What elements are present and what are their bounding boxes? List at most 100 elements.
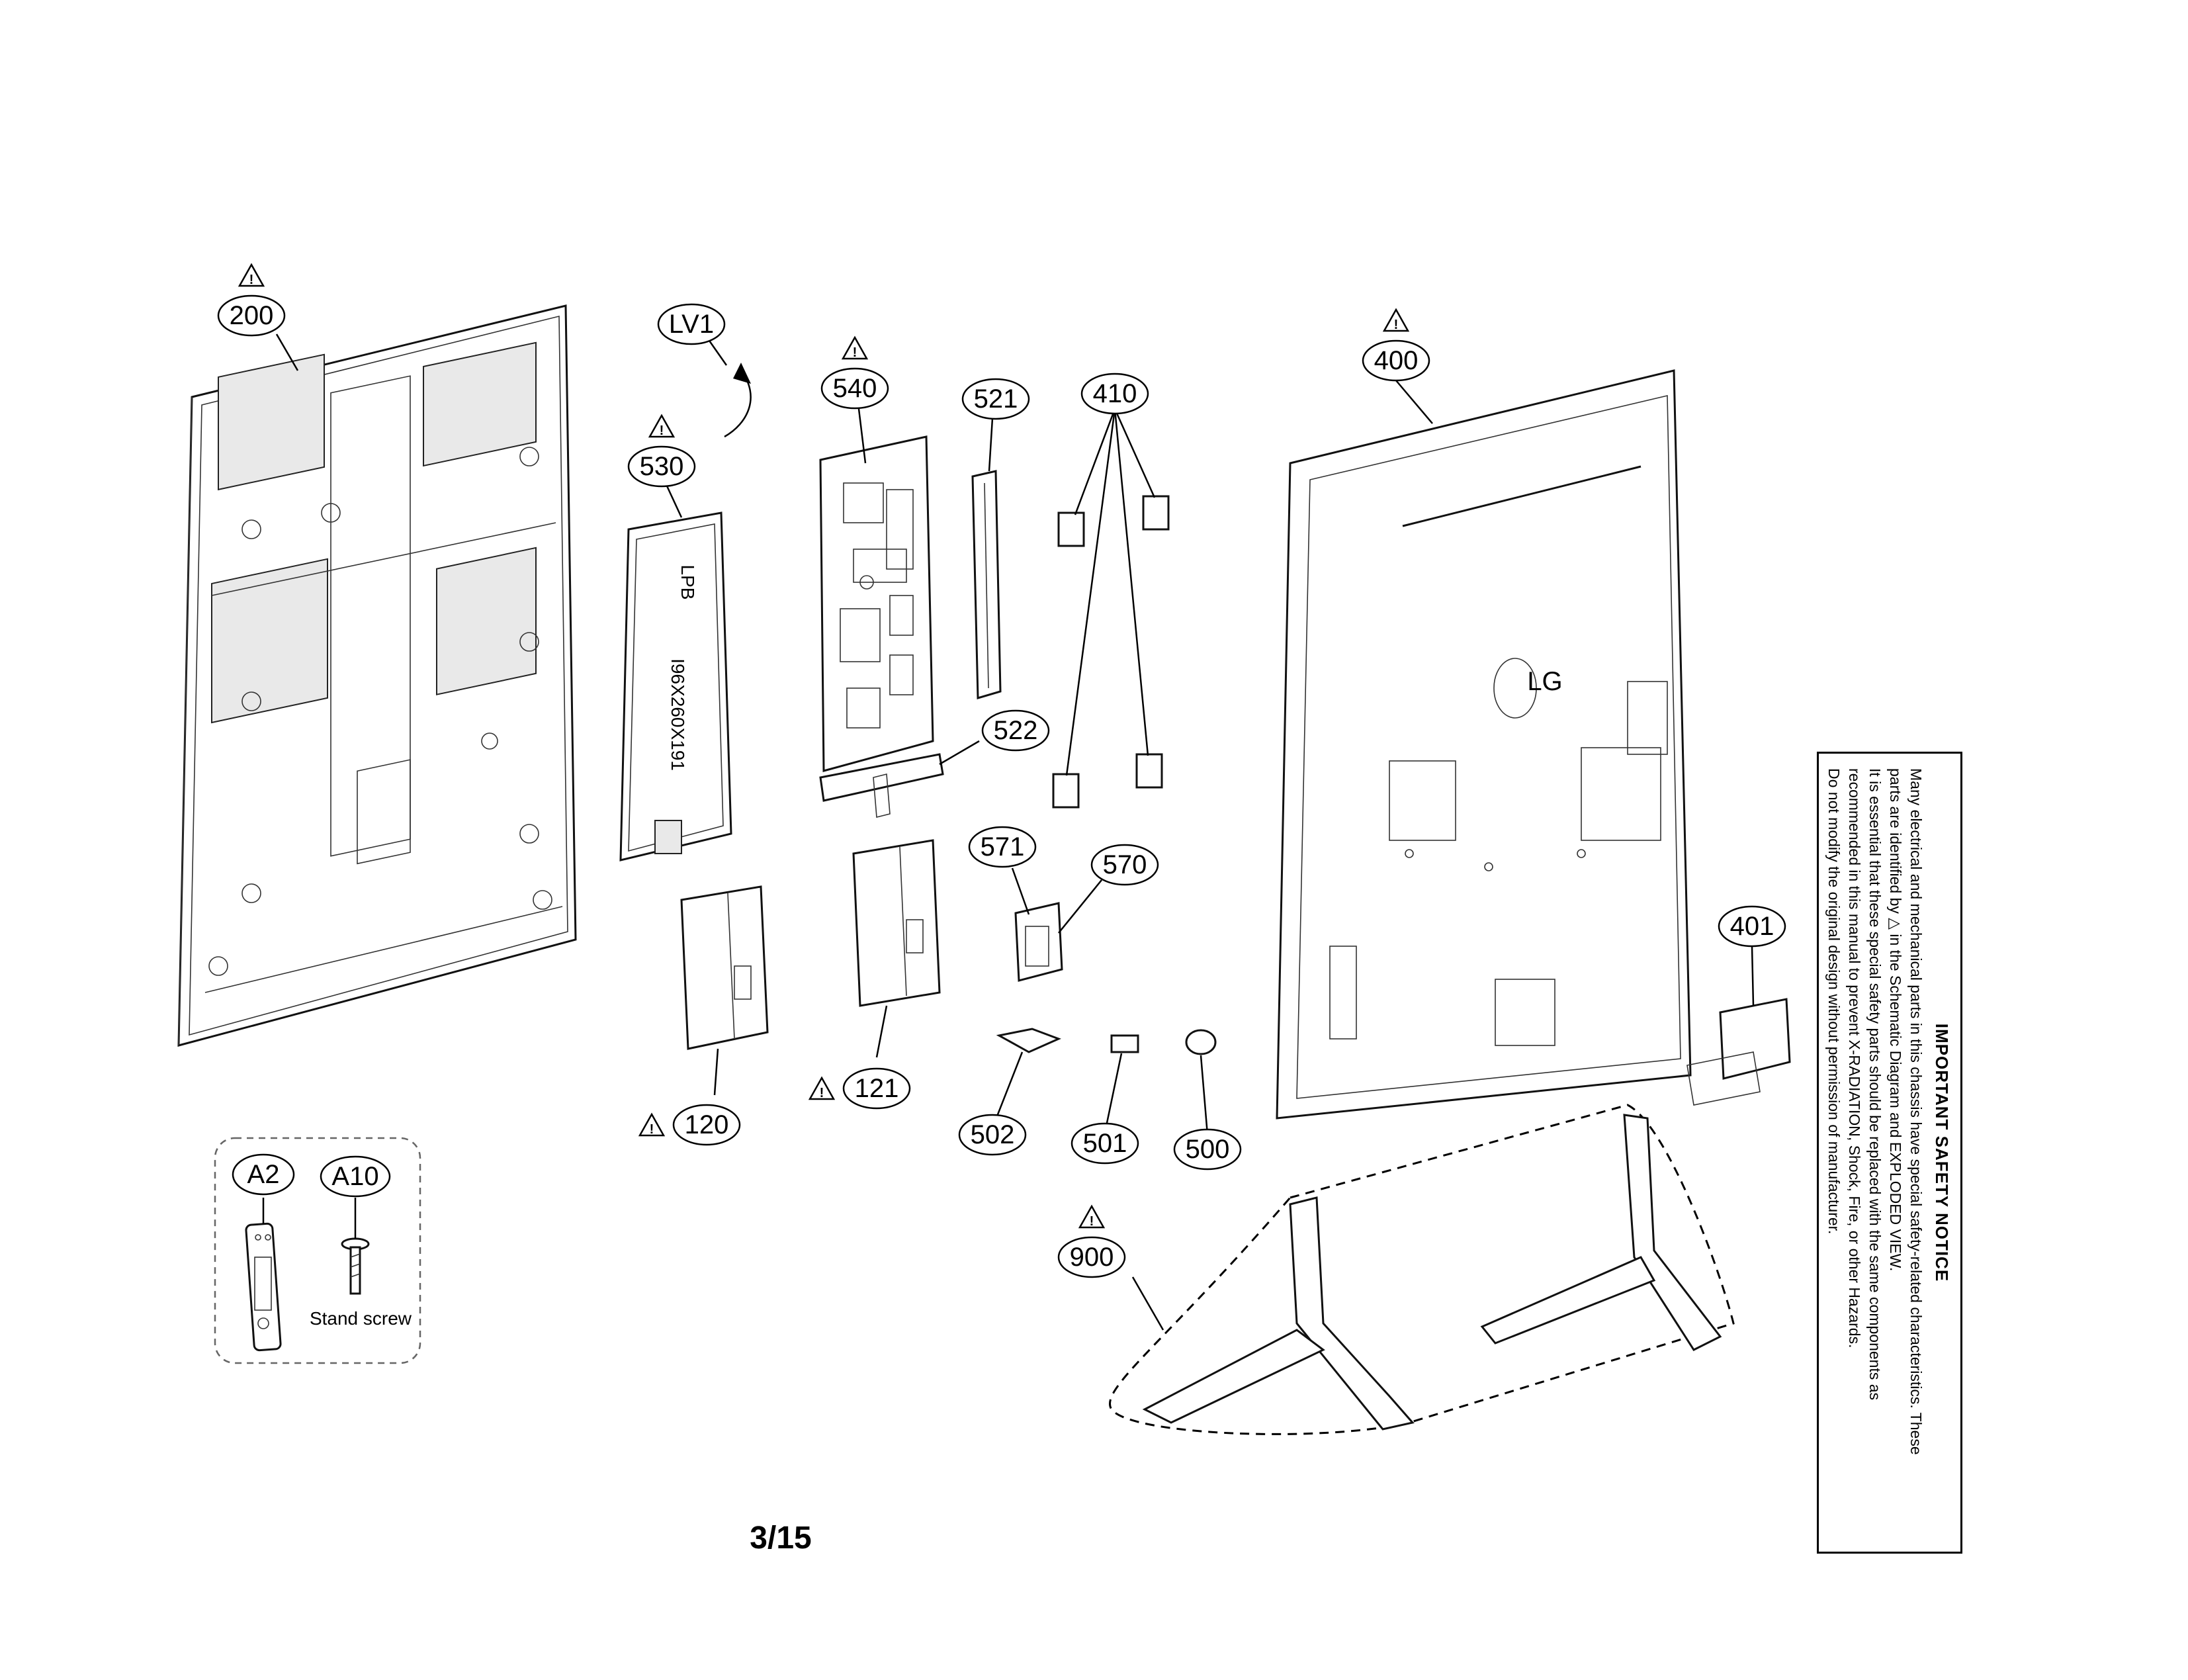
svg-text:!: ! [249, 273, 254, 287]
part-121-speaker [852, 839, 941, 1007]
notice-line-3: It is essential that these special safet… [1866, 768, 1884, 1401]
callout-500: 500 [1173, 1128, 1242, 1171]
warning-triangle-icon: ! [638, 1112, 666, 1137]
part-410-clips [1052, 408, 1170, 809]
part-id-570: 570 [1103, 850, 1147, 879]
part-id-401: 401 [1730, 912, 1774, 941]
callout-570: 570 [1090, 844, 1159, 886]
part-id-200: 200 [230, 301, 274, 330]
part-id-a2: A2 [247, 1160, 280, 1189]
panel-label-lpb: LPB [678, 565, 698, 600]
leader-120 [713, 1048, 719, 1096]
leader-522 [939, 740, 980, 766]
leader-521 [988, 418, 994, 472]
page-number: 3/15 [750, 1521, 811, 1556]
part-530-panel: LPB I96X260X191 [619, 511, 732, 862]
warning-triangle-icon: ! [841, 335, 869, 360]
callout-530: 530 [627, 445, 696, 488]
notice-line-4: recommended in this manual to prevent X-… [1846, 768, 1863, 1348]
svg-text:!: ! [660, 423, 664, 438]
svg-text:!: ! [650, 1122, 654, 1137]
part-id-502: 502 [971, 1120, 1015, 1149]
warning-triangle-icon: ! [238, 263, 265, 287]
part-id-571: 571 [981, 832, 1025, 862]
notice-line-2: parts are identified by △ in the Schemat… [1885, 768, 1905, 1537]
callout-400: 400 [1362, 339, 1430, 382]
part-id-lv1: LV1 [669, 310, 714, 339]
notice-line-5: Do not modify the original design withou… [1825, 768, 1843, 1235]
leader-540 [857, 408, 867, 464]
part-200-frame [177, 304, 577, 1047]
part-400-back-cover: LG [1276, 369, 1692, 1120]
warning-triangle-icon: ! [808, 1076, 836, 1100]
part-id-501: 501 [1083, 1129, 1127, 1158]
notice-line-2a: parts are identified by [1887, 768, 1904, 914]
callout-120: 120 [672, 1104, 741, 1146]
leader-502 [994, 1051, 1024, 1120]
part-900-stand [1142, 1114, 1722, 1431]
part-id-a10: A10 [331, 1162, 378, 1191]
notice-line-1: Many electrical and mechanical parts in … [1907, 768, 1925, 1455]
notice-line-2b: in the Schematic Diagram and EXPLODED VI… [1887, 934, 1904, 1272]
part-id-900: 900 [1070, 1243, 1114, 1272]
callout-410: 410 [1080, 373, 1149, 415]
leader-121 [875, 1005, 888, 1058]
svg-text:!: ! [820, 1086, 824, 1100]
warning-triangle-icon: ! [1382, 308, 1410, 332]
panel-label-code: I96X260X191 [668, 658, 688, 771]
callout-502: 502 [958, 1114, 1027, 1156]
part-501-clip [1110, 1034, 1139, 1053]
warning-triangle-icon: △ [1887, 918, 1904, 930]
stand-screw [341, 1237, 370, 1295]
leader-530 [664, 481, 683, 518]
callout-121: 121 [842, 1067, 911, 1110]
leader-571 [1011, 867, 1030, 915]
part-540-main-board [819, 435, 934, 772]
part-570-571-module [1014, 902, 1063, 982]
accessory-box [214, 1137, 421, 1364]
part-id-400: 400 [1374, 346, 1419, 375]
part-522-bracket [819, 753, 944, 818]
callout-401: 401 [1718, 905, 1786, 948]
warning-triangle-icon: ! [648, 414, 676, 438]
leader-400 [1395, 380, 1433, 424]
lv1-arrow [724, 363, 752, 438]
part-500-holder [1185, 1029, 1217, 1055]
safety-notice-box: IMPORTANT SAFETY NOTICE Many electrical … [1817, 752, 1962, 1554]
leader-900 [1131, 1276, 1164, 1331]
leader-570 [1058, 879, 1102, 934]
safety-notice-body: Many electrical and mechanical parts in … [1823, 759, 1926, 1546]
leader-401 [1751, 946, 1755, 1006]
leader-501 [1105, 1053, 1123, 1127]
callout-a10: A10 [320, 1155, 391, 1198]
part-id-121: 121 [855, 1074, 899, 1103]
part-401-stand-mount [1686, 998, 1791, 1106]
part-id-120: 120 [685, 1110, 729, 1139]
lg-logo: LG [1527, 667, 1562, 696]
leader-500 [1200, 1055, 1209, 1135]
leader-lv1 [707, 338, 728, 366]
part-id-540: 540 [833, 374, 877, 403]
svg-text:!: ! [1090, 1214, 1094, 1229]
part-502-clip [996, 1028, 1061, 1053]
callout-540: 540 [820, 367, 889, 410]
callout-a2: A2 [232, 1153, 295, 1196]
svg-text:!: ! [853, 345, 857, 360]
part-521-strip [971, 470, 1002, 699]
part-id-530: 530 [640, 452, 684, 481]
part-120-speaker [680, 885, 769, 1050]
remote-control [245, 1222, 282, 1352]
svg-text:!: ! [1394, 318, 1399, 332]
callout-lv1: LV1 [657, 303, 726, 345]
part-id-521: 521 [974, 384, 1018, 414]
safety-notice-title: IMPORTANT SAFETY NOTICE [1932, 1023, 1952, 1282]
callout-522: 522 [981, 709, 1050, 752]
leader-200 [275, 333, 299, 371]
callout-200: 200 [217, 294, 286, 337]
accessory-caption: Stand screw [310, 1308, 412, 1329]
callout-571: 571 [968, 826, 1037, 868]
callout-501: 501 [1071, 1122, 1139, 1165]
part-id-522: 522 [994, 716, 1038, 745]
warning-triangle-icon: ! [1078, 1204, 1106, 1229]
